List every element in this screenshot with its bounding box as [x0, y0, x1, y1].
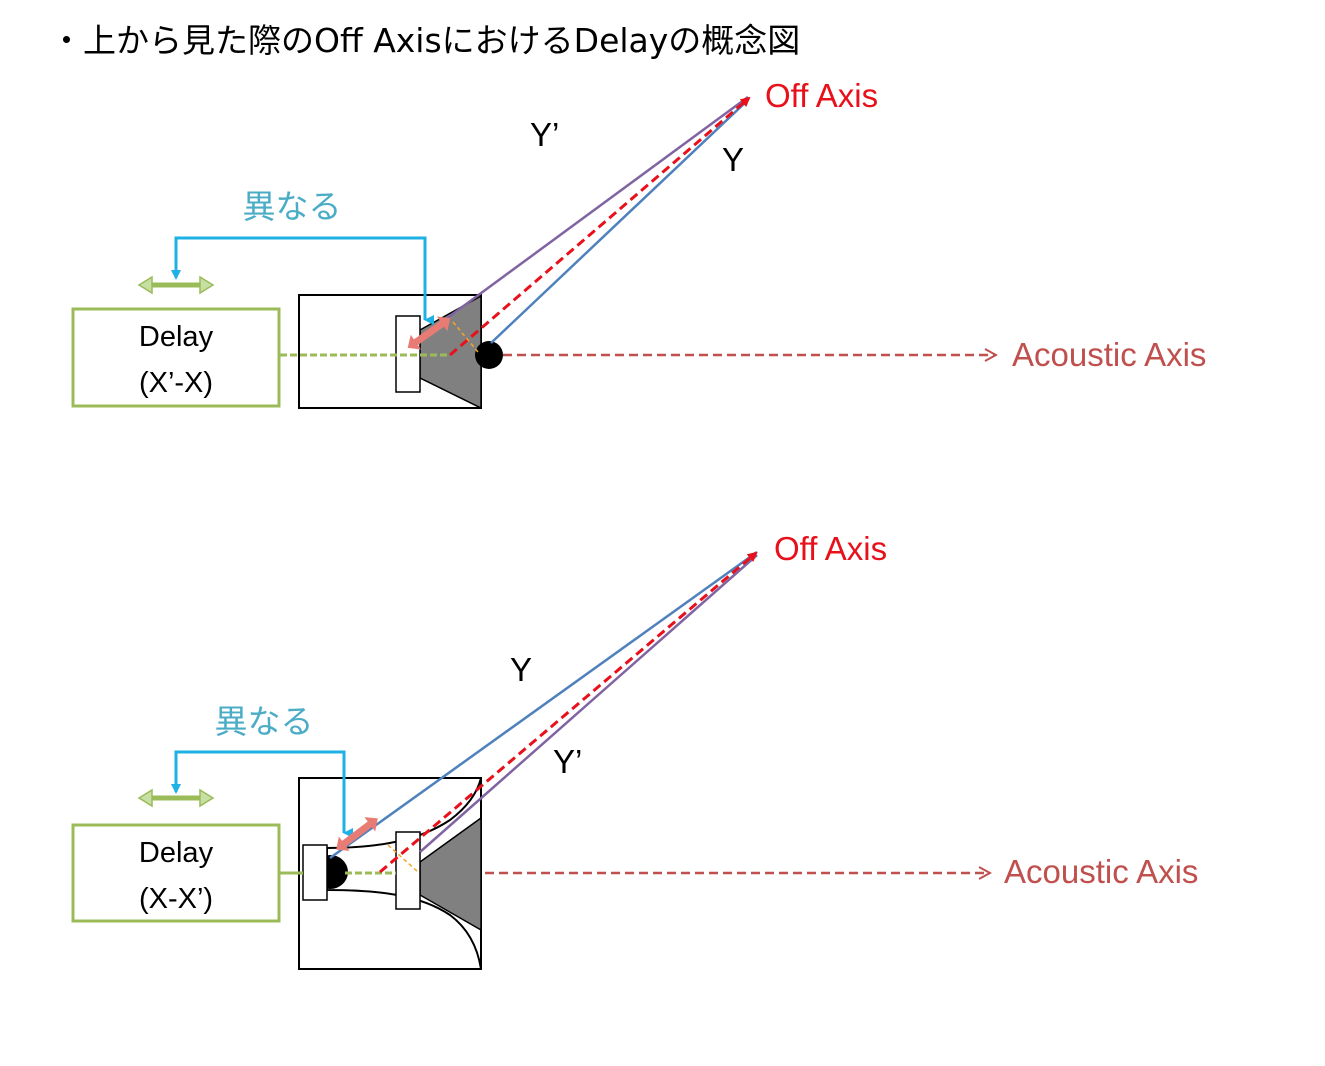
bracket-left-arrowhead — [171, 270, 181, 280]
bracket-left-arrowhead — [171, 784, 181, 794]
bracket-label: 異なる — [243, 188, 342, 225]
bottom-diagram: Delay (X-X’) 異なる Acoustic Axis Off Axis — [71, 530, 1198, 970]
off-axis-arrow — [379, 551, 758, 874]
difference-bracket — [174, 236, 434, 325]
acoustic-axis-label: Acoustic Axis — [1004, 853, 1198, 890]
top-diagram: Delay (X’-X) 異なる Acoustic Axis Off Axis — [71, 77, 1206, 410]
page-title: ・上から見た際のOff AxisにおけるDelayの概念図 — [50, 21, 801, 60]
rear-driver-plate — [302, 844, 328, 901]
y-prime-label: Y’ — [553, 743, 582, 780]
y-label: Y — [722, 141, 744, 178]
y-path-line — [490, 99, 749, 344]
pink-double-arrow — [336, 817, 378, 851]
y-prime-label: Y’ — [530, 116, 559, 153]
y-label: Y — [510, 651, 532, 688]
difference-bracket — [174, 750, 353, 838]
delay-box — [71, 823, 281, 923]
y-prime-path-line — [419, 95, 749, 340]
driver-ellipse — [475, 341, 503, 369]
delay-label: Delay — [139, 837, 214, 869]
y-prime-path-line — [419, 554, 758, 853]
green-double-arrow — [137, 788, 215, 808]
delay-formula: (X-X’) — [139, 883, 213, 915]
delay-formula: (X’-X) — [139, 367, 213, 399]
delay-box — [71, 307, 281, 408]
off-axis-arrow — [449, 96, 751, 357]
off-axis-label: Off Axis — [765, 77, 878, 114]
y-path-line — [329, 550, 758, 860]
pink-double-arrow — [407, 316, 451, 350]
acoustic-axis-label: Acoustic Axis — [1012, 336, 1206, 373]
off-axis-label: Off Axis — [774, 530, 887, 567]
bracket-label: 異なる — [215, 703, 314, 740]
green-double-arrow — [137, 275, 215, 295]
delay-label: Delay — [139, 321, 214, 353]
